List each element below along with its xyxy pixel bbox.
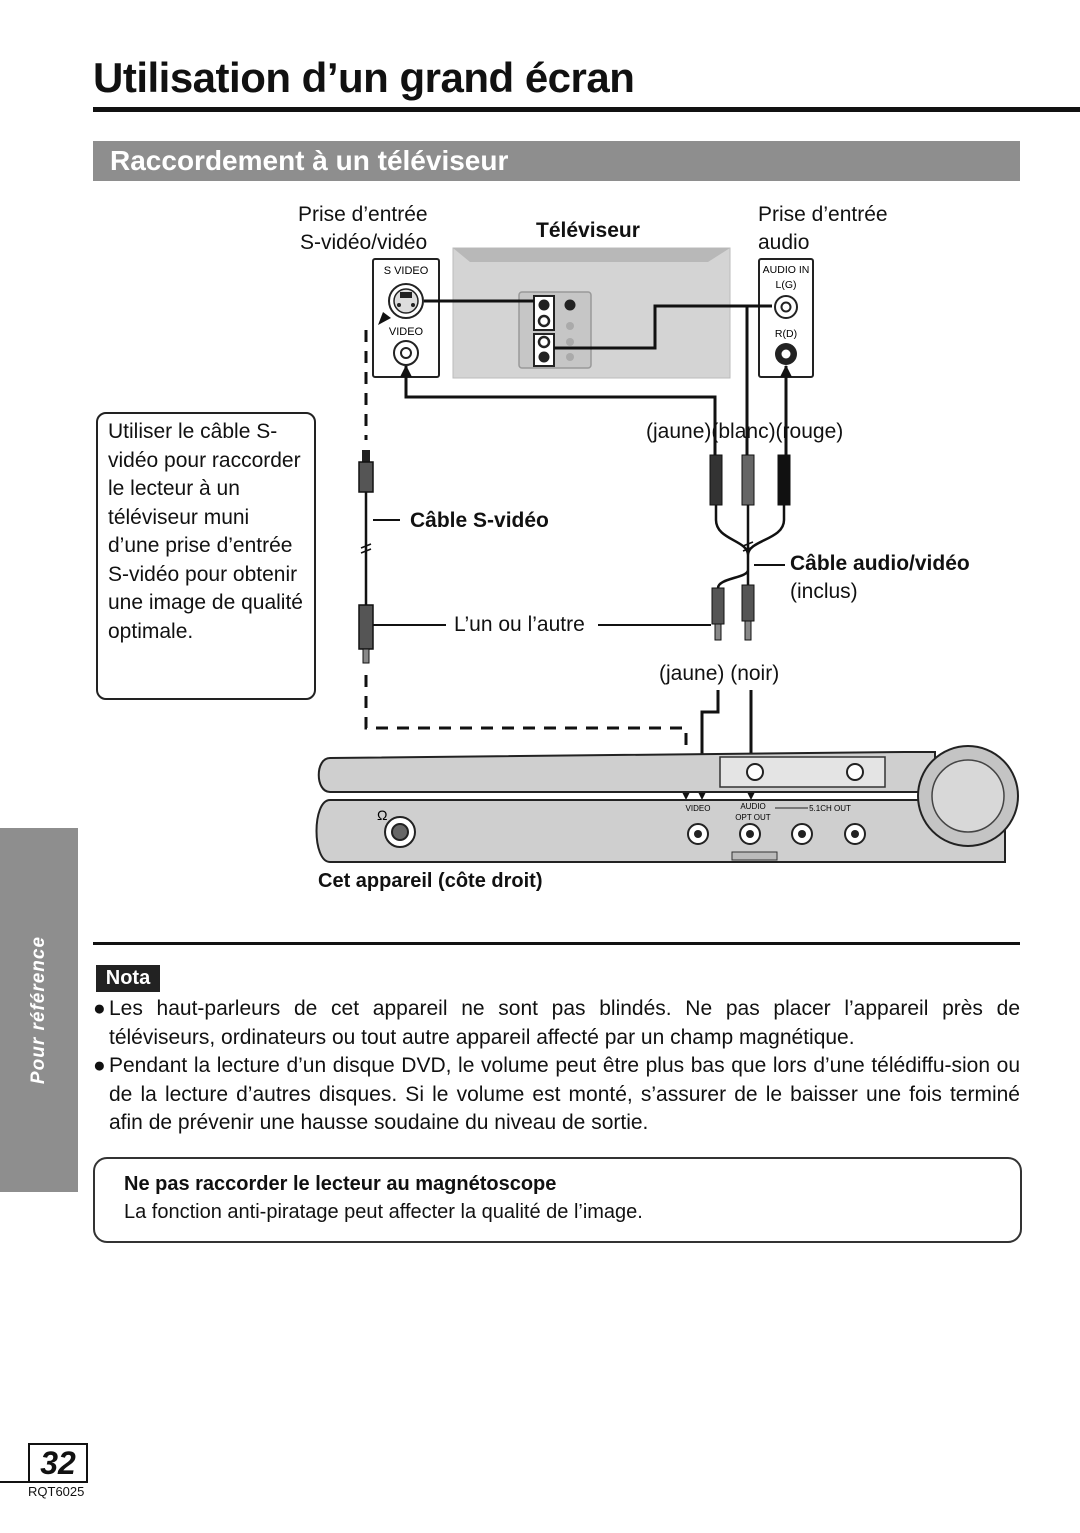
svideo-cable-label: Câble S-vidéo: [410, 509, 549, 532]
jack-audio-in-label: AUDIO IN: [763, 264, 810, 276]
svideo-input-label-2: S-vidéo/vidéo: [300, 231, 428, 254]
svideo-route: [364, 330, 688, 790]
av-cable-note: (inclus): [790, 580, 858, 603]
device-jack-51ch: 5.1CH OUT: [809, 804, 851, 813]
section-title: Raccordement à un téléviseur: [110, 145, 509, 176]
bullet-icon: ●: [93, 997, 106, 1020]
device-jack-video: VIDEO: [686, 804, 711, 813]
jack-lg-label: L(G): [776, 279, 797, 291]
warning-title: Ne pas raccorder le lecteur au magnétosc…: [124, 1173, 557, 1195]
player-device: Ω VIDEO AUDIO OPT OUT 5.1CH OUT: [315, 745, 1019, 863]
callout-text: Utiliser le câble S-vidéo pour raccorder…: [108, 420, 303, 643]
rca-plugs: [598, 454, 791, 641]
note-text: Les haut-parleurs de cet appareil ne son…: [109, 997, 1020, 1049]
side-tab: [0, 828, 78, 1192]
bullet-icon: ●: [93, 1054, 106, 1077]
svideo-input-panel: S VIDEO VIDEO: [372, 258, 440, 378]
device-jack-optout: OPT OUT: [735, 813, 771, 822]
jack-rd-label: R(D): [775, 328, 797, 340]
plug-colors-top: (jaune)(blanc)(rouge): [646, 420, 844, 443]
title-rule: [93, 107, 1080, 112]
connection-diagram: S VIDEO VIDEO AUDIO IN L(G) R(D): [315, 247, 1019, 863]
jack-video-label: VIDEO: [389, 326, 424, 338]
doc-code: RQT6025: [28, 1484, 85, 1499]
jack-svideo-label: S VIDEO: [384, 265, 429, 277]
note-item: ● Pendant la lecture d’un disque DVD, le…: [93, 1052, 1020, 1138]
svideo-callout: Utiliser le câble S-vidéo pour raccorder…: [96, 412, 316, 700]
note-text: Pendant la lecture d’un disque DVD, le v…: [109, 1054, 1020, 1134]
warning-box: [93, 1157, 1022, 1243]
notes-list: ● Les haut-parleurs de cet appareil ne s…: [93, 995, 1020, 1138]
warning-text: La fonction anti-piratage peut affecter …: [124, 1201, 643, 1223]
device-caption: Cet appareil (côte droit): [318, 870, 543, 892]
note-item: ● Les haut-parleurs de cet appareil ne s…: [93, 995, 1020, 1052]
section-header-bar: [93, 141, 1020, 181]
device-jack-audio: AUDIO: [740, 802, 765, 811]
tv-cables: [404, 299, 788, 455]
arrow-icons: [378, 312, 792, 377]
tv-label: Téléviseur: [536, 219, 640, 242]
tv-back-panel: [452, 247, 731, 379]
svg-text:Ω: Ω: [377, 807, 387, 823]
notes-rule: [93, 942, 1020, 945]
audio-input-label-1: Prise d’entrée: [758, 203, 888, 226]
svideo-input-label-1: Prise d’entrée: [298, 203, 428, 226]
page-number: 32: [28, 1443, 88, 1483]
page-number-rule: [0, 1481, 86, 1483]
av-cable-label: Câble audio/vidéo: [790, 552, 970, 575]
svideo-cable: [358, 450, 446, 664]
audio-input-label-2: audio: [758, 231, 810, 254]
side-tab-label: Pour référence: [28, 935, 49, 1085]
nota-badge: Nota: [96, 965, 160, 992]
audio-input-panel: AUDIO IN L(G) R(D): [758, 258, 814, 378]
plug-colors-bottom: (jaune) (noir): [659, 662, 780, 685]
either-label: L’un ou l’autre: [454, 613, 585, 636]
page-title: Utilisation d’un grand écran: [93, 54, 635, 101]
